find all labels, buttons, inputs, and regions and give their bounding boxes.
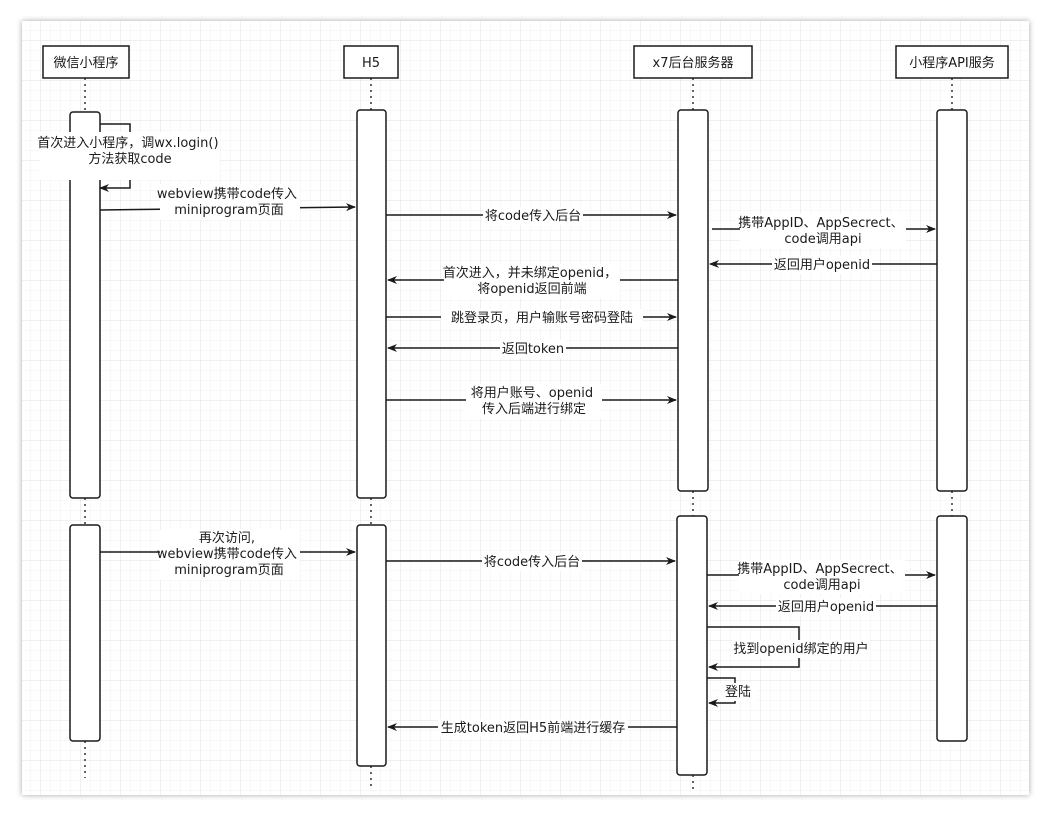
participant-wechat[interactable]: 微信小程序 — [42, 45, 130, 79]
message-label-13-line-1: 返回用户openid — [778, 599, 874, 615]
activation-wechat-1 — [69, 111, 101, 499]
message-label-6: 首次进入，并未绑定openid， 将openid返回前端 — [443, 265, 621, 297]
participant-h5[interactable]: H5 — [343, 45, 399, 79]
message-label-13: 返回用户openid — [778, 599, 874, 615]
message-label-1-line-2: 方法获取code — [88, 151, 171, 167]
message-label-14: 找到openid绑定的用户 — [733, 641, 868, 657]
message-label-12-line-1: 携带AppID、AppSecrect、 — [737, 561, 902, 577]
message-label-5-line-1: 返回用户openid — [774, 257, 870, 273]
activation-h5-2 — [356, 524, 387, 767]
message-label-10-line-3: miniprogram页面 — [174, 563, 284, 578]
participant-api-label: 小程序API服务 — [909, 55, 995, 71]
message-label-3-line-1: 将code传入后台 — [485, 209, 581, 224]
message-label-6-line-1: 首次进入，并未绑定openid， — [443, 265, 617, 281]
participant-wechat-label: 微信小程序 — [53, 56, 118, 71]
message-label-5: 返回用户openid — [774, 257, 870, 273]
message-label-4-line-1: 携带AppID、AppSecrect、 — [738, 215, 903, 231]
message-label-10: 再次访问, webview携带code传入 miniprogram页面 — [157, 530, 301, 578]
message-label-16-line-1: 生成token返回H5前端进行缓存 — [441, 720, 625, 736]
participant-server-label: x7后台服务器 — [653, 55, 734, 71]
activation-server-1 — [677, 109, 709, 492]
message-label-15-line-1: 登陆 — [725, 684, 751, 700]
message-label-4: 携带AppID、AppSecrect、 code调用api — [738, 215, 907, 247]
activation-wechat-2 — [69, 524, 101, 742]
message-label-10-line-2: webview携带code传入 — [157, 546, 297, 562]
message-label-7-line-1: 跳登录页，用户输账号密码登陆 — [451, 310, 633, 326]
message-label-12: 携带AppID、AppSecrect、 code调用api — [737, 561, 906, 593]
message-label-8-line-1: 返回token — [502, 342, 564, 357]
message-label-7: 跳登录页，用户输账号密码登陆 — [451, 310, 633, 326]
message-label-11-line-1: 将code传入后台 — [484, 555, 580, 570]
message-label-2-line-2: miniprogram页面 — [174, 203, 284, 218]
message-label-4-line-2: code调用api — [784, 232, 861, 247]
participant-h5-label: H5 — [362, 56, 380, 71]
message-label-14-line-1: 找到openid绑定的用户 — [733, 641, 868, 657]
message-label-8: 返回token — [502, 342, 564, 357]
activation-api-1 — [936, 109, 968, 492]
participant-server[interactable]: x7后台服务器 — [633, 45, 753, 79]
participant-api[interactable]: 小程序API服务 — [895, 45, 1009, 79]
message-label-2-line-1: webview携带code传入 — [157, 186, 297, 202]
message-label-9: 将用户账号、openid 传入后端进行绑定 — [471, 385, 597, 417]
message-label-9-line-1: 将用户账号、openid — [471, 385, 593, 401]
message-label-1: 首次进入小程序，调wx.login() 方法获取code — [37, 135, 222, 167]
message-label-3: 将code传入后台 — [485, 209, 581, 224]
message-label-2: webview携带code传入 miniprogram页面 — [157, 186, 301, 218]
activation-server-2 — [676, 515, 708, 776]
message-label-12-line-2: code调用api — [783, 578, 860, 593]
activation-api-2 — [936, 515, 968, 742]
message-label-10-line-1: 再次访问, — [199, 530, 255, 546]
message-label-9-line-2: 传入后端进行绑定 — [482, 402, 586, 417]
message-label-11: 将code传入后台 — [484, 555, 580, 570]
message-label-16: 生成token返回H5前端进行缓存 — [441, 720, 625, 736]
message-label-1-line-1: 首次进入小程序，调wx.login() — [37, 135, 218, 151]
activation-h5-1 — [356, 109, 387, 499]
message-label-6-line-2: 将openid返回前端 — [477, 281, 586, 297]
message-label-15: 登陆 — [725, 684, 751, 700]
